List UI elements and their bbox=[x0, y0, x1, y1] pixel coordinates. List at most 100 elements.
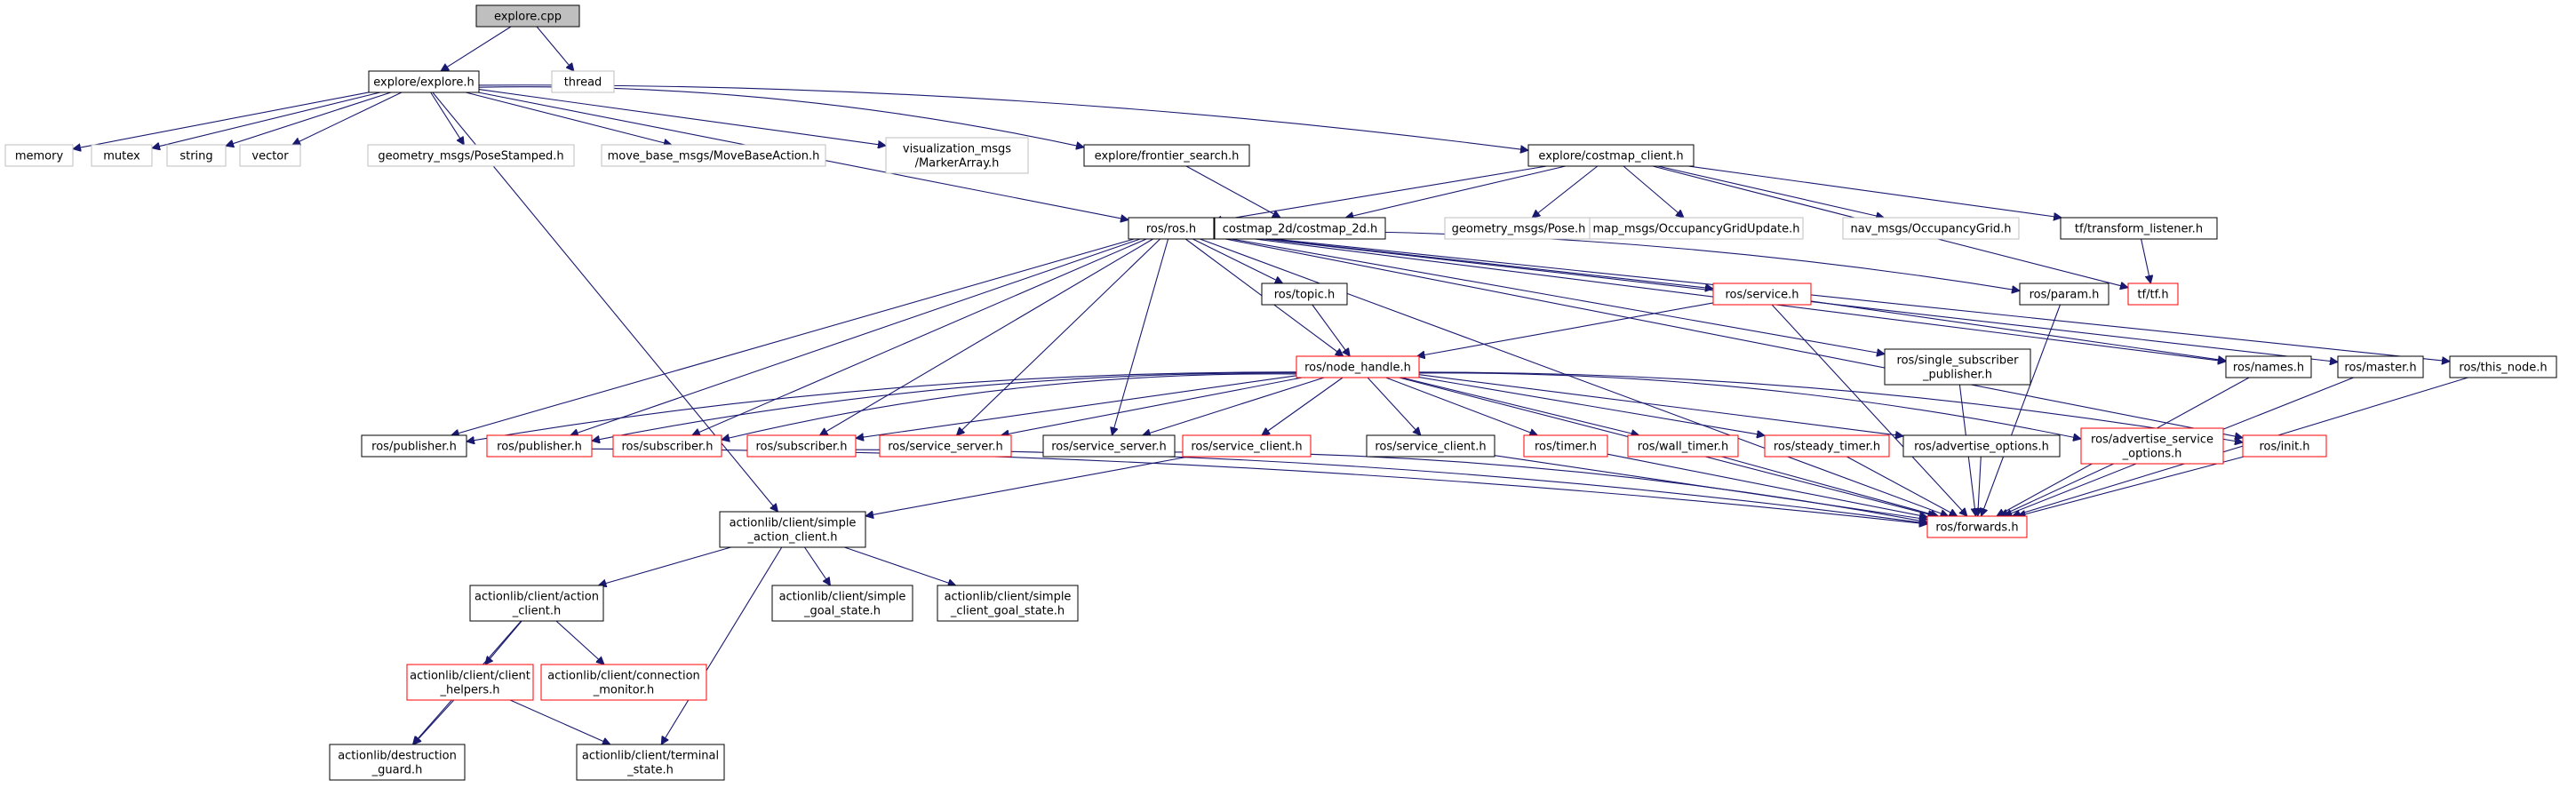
node-box bbox=[2060, 217, 2218, 240]
node-box bbox=[771, 585, 913, 622]
edge-line bbox=[844, 546, 955, 585]
node-box bbox=[1627, 434, 1739, 458]
node-service-client-r[interactable]: ros/service_client.h bbox=[1182, 434, 1312, 458]
node-ros-h[interactable]: ros/ros.h bbox=[1128, 217, 1215, 240]
node-simple-goal-state[interactable]: actionlib/client/simple_goal_state.h bbox=[771, 585, 913, 622]
node-vector[interactable]: vector bbox=[239, 144, 301, 167]
node-costmap-2d[interactable]: costmap_2d/costmap_2d.h bbox=[1214, 217, 1386, 240]
node-label: _publisher.h bbox=[1922, 369, 1992, 382]
node-box bbox=[329, 744, 466, 781]
node-connection-monitor[interactable]: actionlib/client/connection_monitor.h bbox=[540, 664, 707, 701]
node-tf-h[interactable]: tf/tf.h bbox=[2127, 283, 2179, 306]
node-publisher-b[interactable]: ros/publisher.h bbox=[361, 434, 467, 458]
node-wall-timer[interactable]: ros/wall_timer.h bbox=[1627, 434, 1739, 458]
node-service-h[interactable]: ros/service.h bbox=[1712, 283, 1812, 306]
node-this-node[interactable]: ros/this_node.h bbox=[2449, 355, 2557, 378]
edge-line bbox=[1213, 232, 2450, 362]
node-label: string bbox=[179, 150, 212, 163]
node-box bbox=[4, 144, 74, 167]
edge-line bbox=[2018, 456, 2245, 516]
node-timer-h[interactable]: ros/timer.h bbox=[1523, 434, 1608, 458]
node-mutex[interactable]: mutex bbox=[91, 144, 153, 167]
edge-line bbox=[413, 699, 455, 744]
edge-line bbox=[1213, 235, 1885, 354]
node-label: ros/subscriber.h bbox=[755, 441, 847, 454]
node-move-base-action[interactable]: move_base_msgs/MoveBaseAction.h bbox=[601, 144, 826, 167]
node-node-handle[interactable]: ros/node_handle.h bbox=[1296, 355, 1420, 378]
node-subscriber-2[interactable]: ros/subscriber.h bbox=[746, 434, 857, 458]
node-box bbox=[746, 434, 857, 458]
edge-frontier_search-to-costmap_2d bbox=[1185, 165, 1280, 218]
edge-line bbox=[1418, 371, 2243, 442]
node-occ-grid-update[interactable]: map_msgs/OccupancyGridUpdate.h bbox=[1589, 217, 1804, 240]
node-label: map_msgs/OccupancyGridUpdate.h bbox=[1592, 223, 1799, 236]
node-occ-grid[interactable]: nav_msgs/OccupancyGrid.h bbox=[1842, 217, 2020, 240]
node-label: thread bbox=[564, 76, 602, 90]
node-label: geometry_msgs/PoseStamped.h bbox=[378, 150, 563, 163]
node-memory[interactable]: memory bbox=[4, 144, 74, 167]
edge-line bbox=[1401, 377, 1639, 435]
edge-line bbox=[1185, 165, 1280, 218]
node-init-h[interactable]: ros/init.h bbox=[2242, 434, 2327, 458]
node-label: actionlib/client/simple bbox=[730, 517, 857, 530]
node-frontier-search[interactable]: explore/frontier_search.h bbox=[1083, 144, 1250, 167]
edge-line bbox=[430, 92, 465, 145]
node-names-h[interactable]: ros/names.h bbox=[2225, 355, 2312, 378]
node-geometry-pose[interactable]: geometry_msgs/Pose.h bbox=[1444, 217, 1593, 240]
node-topic-h[interactable]: ros/topic.h bbox=[1261, 283, 1348, 306]
node-costmap-client[interactable]: explore/costmap_client.h bbox=[1527, 144, 1695, 167]
node-publisher-r[interactable]: ros/publisher.h bbox=[486, 434, 593, 458]
node-steady-timer[interactable]: ros/steady_timer.h bbox=[1764, 434, 1890, 458]
node-marker-array[interactable]: visualization_msgs/MarkerArray.h bbox=[885, 137, 1029, 174]
node-layer: explore.cpp explore/explore.h thread memory… bbox=[4, 4, 2557, 781]
edge-line bbox=[661, 546, 783, 744]
node-service-client-b[interactable]: ros/service_client.h bbox=[1366, 434, 1495, 458]
node-box bbox=[2019, 283, 2109, 306]
node-destruction-guard[interactable]: actionlib/destruction_guard.h bbox=[329, 744, 466, 781]
node-box bbox=[1527, 144, 1695, 167]
node-forwards-h[interactable]: ros/forwards.h bbox=[1926, 515, 2028, 538]
node-subscriber-1[interactable]: ros/subscriber.h bbox=[612, 434, 722, 458]
node-explore-cpp[interactable]: explore.cpp bbox=[475, 4, 580, 28]
edge-line bbox=[722, 373, 1297, 440]
edge-line bbox=[1721, 456, 1939, 516]
node-master-h[interactable]: ros/master.h bbox=[2337, 355, 2424, 378]
node-action-client[interactable]: actionlib/client/action_client.h bbox=[469, 585, 604, 622]
node-tf-listener[interactable]: tf/transform_listener.h bbox=[2060, 217, 2218, 240]
node-label: mutex bbox=[103, 150, 140, 163]
edge-node_handle-to-init_h bbox=[1418, 371, 2243, 442]
node-terminal-state[interactable]: actionlib/client/terminal_state.h bbox=[576, 744, 725, 781]
node-thread[interactable]: thread bbox=[551, 70, 615, 93]
edge-explore_h-to-marker_array bbox=[478, 89, 886, 146]
edge-explore_h-to-pose_stamped bbox=[430, 92, 465, 145]
node-explore-h[interactable]: explore/explore.h bbox=[368, 70, 480, 93]
edge-line bbox=[1810, 300, 2226, 361]
edge-line bbox=[692, 238, 1147, 435]
node-client-helpers[interactable]: actionlib/client/client_helpers.h bbox=[406, 664, 534, 701]
edge-node_handle-to-service_client_r bbox=[1262, 377, 1344, 435]
node-label: nav_msgs/OccupancyGrid.h bbox=[1851, 223, 2012, 236]
node-service-server-b[interactable]: ros/service_server.h bbox=[1042, 434, 1176, 458]
node-single-sub[interactable]: ros/single_subscriber_publisher.h bbox=[1884, 348, 2031, 386]
node-label: move_base_msgs/MoveBaseAction.h bbox=[608, 150, 820, 163]
node-simple-action-client[interactable]: actionlib/client/simple_action_client.h bbox=[719, 511, 866, 548]
node-box bbox=[2225, 355, 2312, 378]
edge-tf_listener-to-tf_h bbox=[2141, 238, 2151, 283]
node-string[interactable]: string bbox=[166, 144, 227, 167]
node-pose-stamped[interactable]: geometry_msgs/PoseStamped.h bbox=[367, 144, 575, 167]
edge-line bbox=[478, 84, 1528, 150]
node-box bbox=[166, 144, 227, 167]
node-service-server-r[interactable]: ros/service_server.h bbox=[879, 434, 1012, 458]
node-label: ros/publisher.h bbox=[371, 441, 457, 454]
edge-client_helpers-to-terminal_state bbox=[509, 699, 610, 744]
node-advertise-service[interactable]: ros/advertise_service_options.h bbox=[2080, 427, 2224, 465]
node-simple-client-goal-state[interactable]: actionlib/client/simple_client_goal_stat… bbox=[937, 585, 1079, 622]
edge-explore_h-to-mutex bbox=[152, 92, 380, 148]
node-param-h[interactable]: ros/param.h bbox=[2019, 283, 2109, 306]
node-advertise-options[interactable]: ros/advertise_options.h bbox=[1902, 434, 2061, 458]
edge-line bbox=[1687, 165, 2062, 218]
node-label: explore.cpp bbox=[494, 11, 562, 24]
edge-advertise_options-to-forwards_h bbox=[1978, 456, 1982, 516]
node-label: ros/service_client.h bbox=[1375, 441, 1486, 454]
edge-action_client-to-client_helpers bbox=[485, 620, 522, 665]
